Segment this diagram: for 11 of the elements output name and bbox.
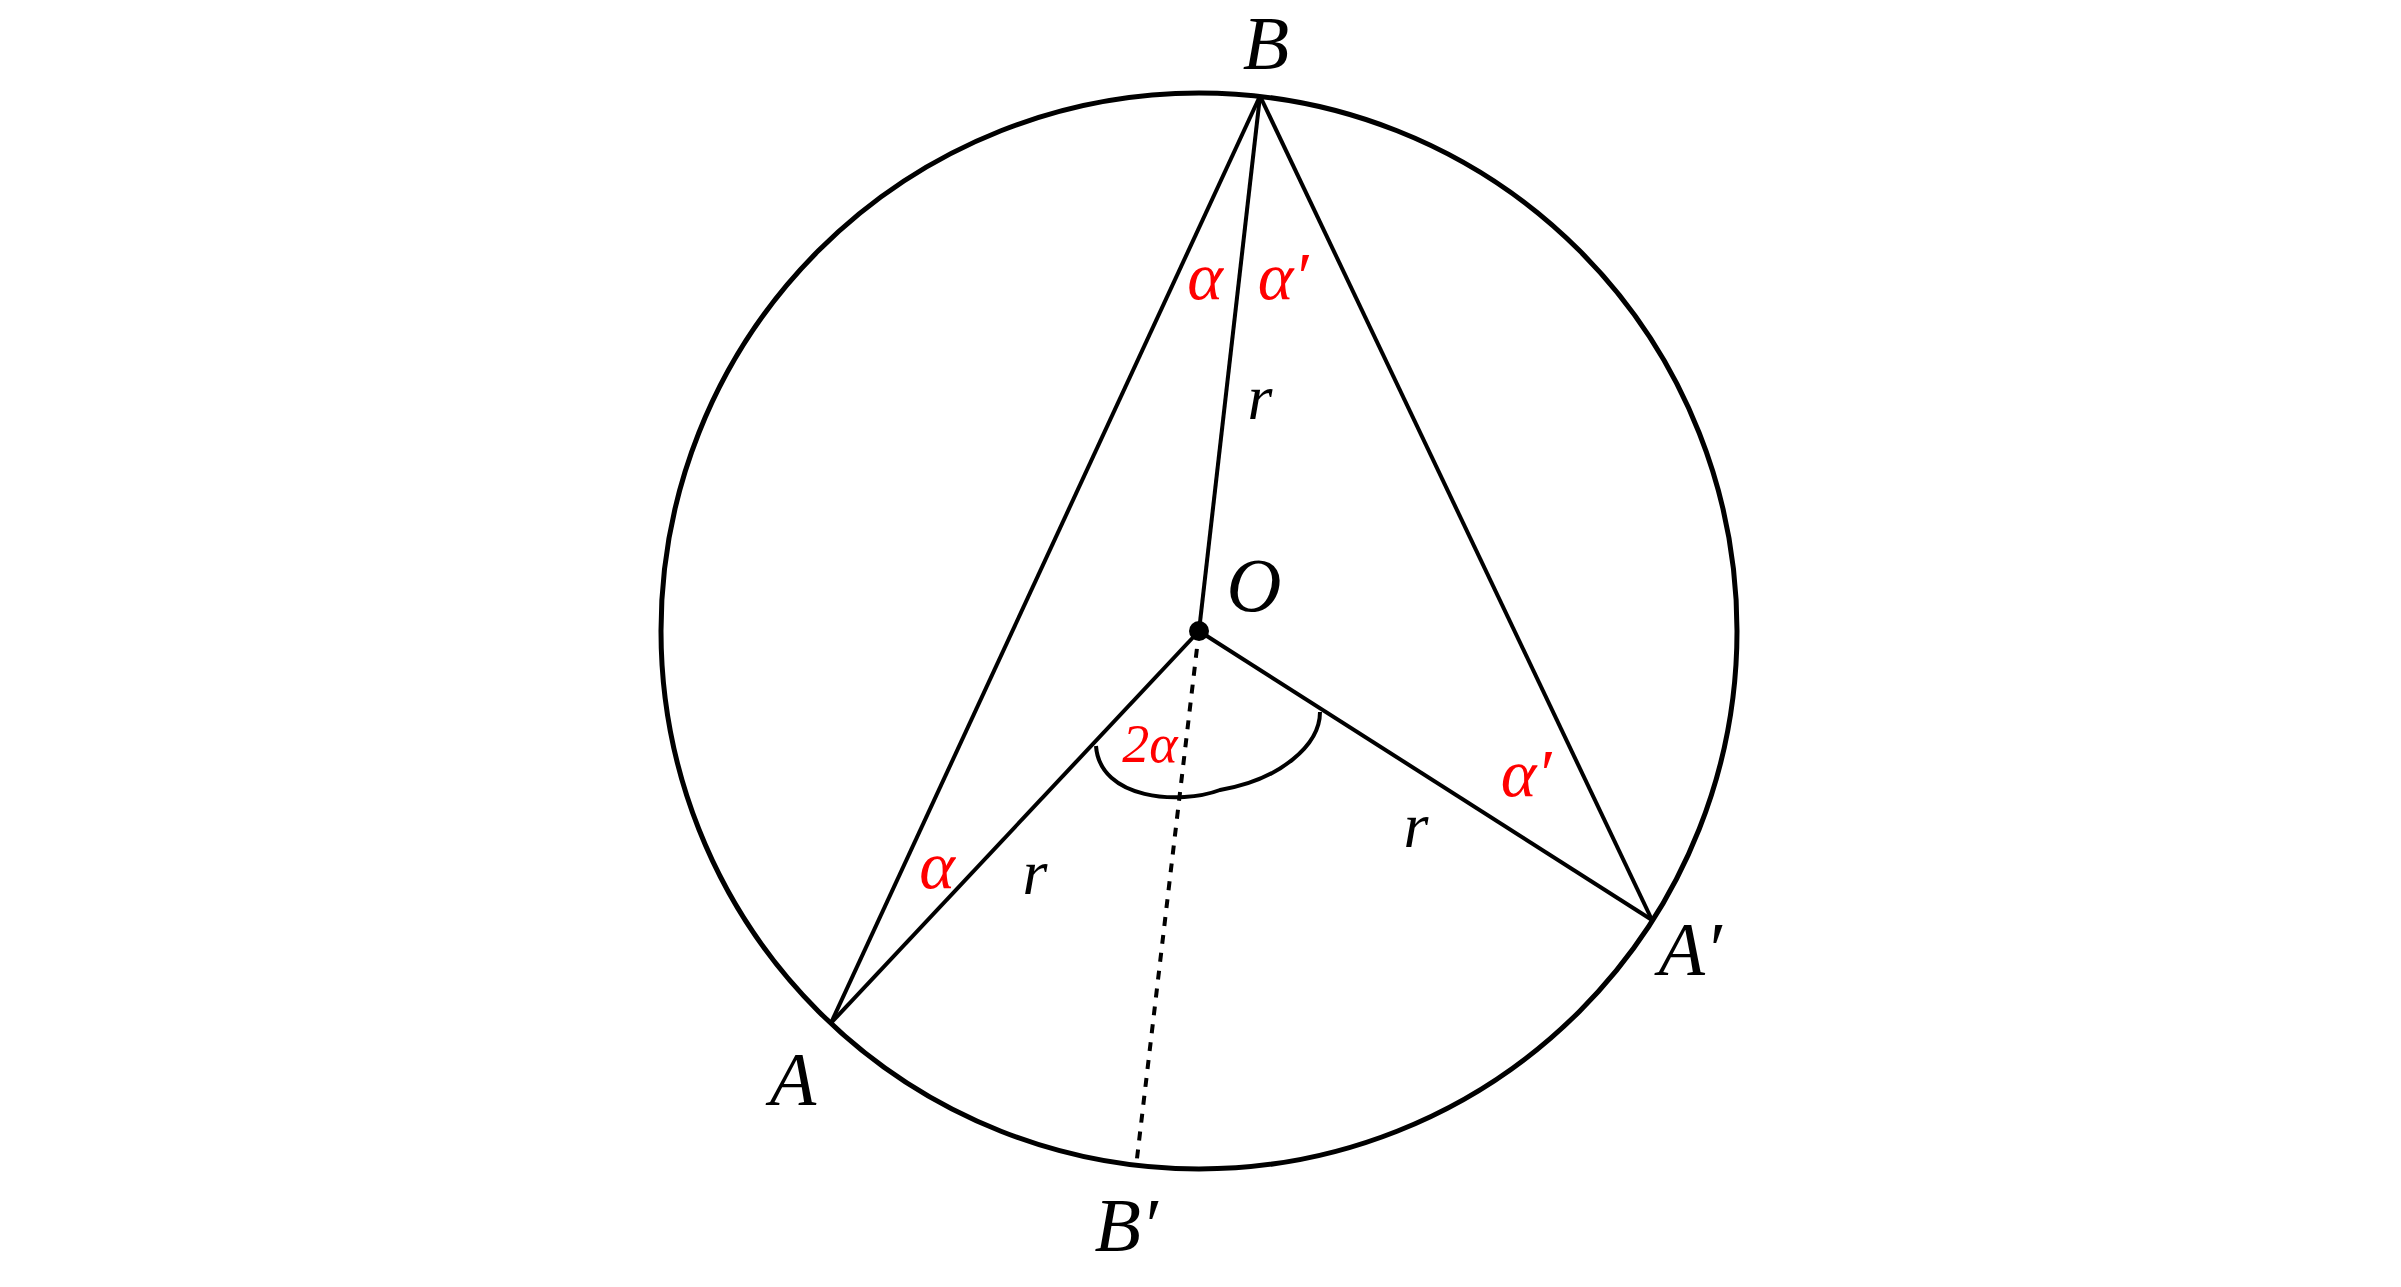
- point-label: r: [1022, 841, 1048, 905]
- point-label: r: [1247, 366, 1273, 430]
- point-label: O: [1226, 547, 1282, 623]
- point-label: α: [1187, 242, 1223, 310]
- point-label: α′: [1500, 739, 1552, 807]
- point-label: α: [919, 831, 955, 899]
- point-label: B: [1242, 5, 1290, 81]
- point-label: B′: [1094, 1187, 1158, 1263]
- point-label: α′: [1257, 242, 1309, 310]
- point-label: r: [1403, 794, 1429, 858]
- point-label: 2α: [1122, 717, 1178, 771]
